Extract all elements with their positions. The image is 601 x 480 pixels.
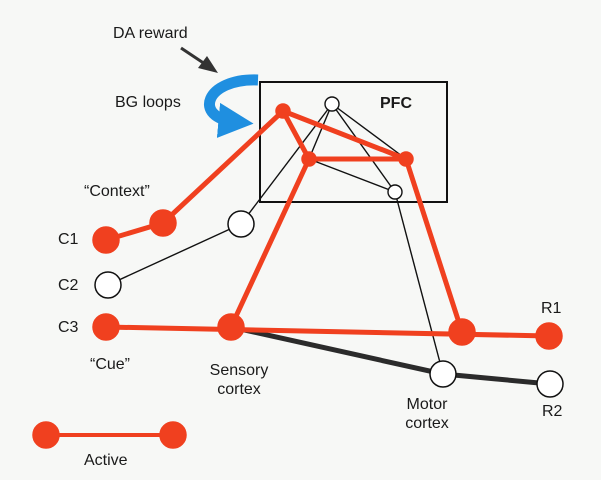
active-context-to-pfc: [160, 108, 286, 226]
active-c3-to-r1: [103, 324, 552, 339]
node-motor-active: [448, 318, 476, 346]
connection-pfc-mid-left-to-top-right: [308, 103, 333, 160]
label-r2: R2: [542, 403, 563, 420]
da-reward-arrow: [180, 46, 218, 73]
legend-active: [32, 421, 187, 449]
active-pfc-top-to-mid-left: [280, 108, 312, 162]
label-c3: C3: [58, 319, 79, 336]
active-pfc-top-to-mid-right: [280, 108, 409, 162]
node-pfc-mid-left: [301, 151, 317, 167]
label-bg-loops: BG loops: [115, 94, 181, 111]
label-context: “Context”: [84, 183, 150, 200]
inactive-connections: [107, 103, 444, 375]
node-r2: [536, 370, 564, 398]
node-pfc-top-right: [324, 96, 340, 112]
connection-c2-to-context: [107, 223, 242, 286]
node-pfc-bottom: [387, 184, 403, 200]
node-sensory-cortex: [217, 313, 245, 341]
label-motor-line2: cortex: [405, 415, 449, 432]
label-cue: “Cue”: [90, 356, 131, 373]
node-motor-inactive: [429, 360, 457, 388]
node-c3: [92, 313, 120, 341]
connection-pfc-mid-left-to-bottom: [308, 158, 396, 193]
label-motor-line1: Motor: [406, 396, 448, 413]
label-legend-active: Active: [84, 452, 128, 469]
label-da-reward: DA reward: [113, 25, 188, 42]
label-sensory-line1: Sensory: [209, 362, 269, 379]
active-connections: [103, 108, 552, 339]
node-c2: [94, 271, 122, 299]
node-context-inactive: [227, 210, 255, 238]
node-pfc-top-left: [275, 103, 291, 119]
bg-loop-arrow: [204, 74, 259, 138]
label-r1: R1: [541, 300, 562, 317]
node-c1: [92, 226, 120, 254]
active-sensory-to-pfc: [228, 156, 312, 330]
connection-pfc-bottom-to-motor: [394, 191, 444, 375]
pfc-box: [259, 81, 448, 203]
node-r1: [535, 322, 563, 350]
connection-pfc-top-right-to-bottom: [331, 103, 396, 193]
connection-pfc-top-right-to-mid-right: [331, 103, 407, 160]
active-pfc-to-motor: [403, 156, 465, 335]
node-pfc-mid-right: [398, 151, 414, 167]
node-context-active: [149, 209, 177, 237]
label-c1: C1: [58, 231, 79, 248]
label-pfc: PFC: [380, 95, 412, 112]
label-c2: C2: [58, 277, 79, 294]
label-sensory-line2: cortex: [217, 381, 261, 398]
